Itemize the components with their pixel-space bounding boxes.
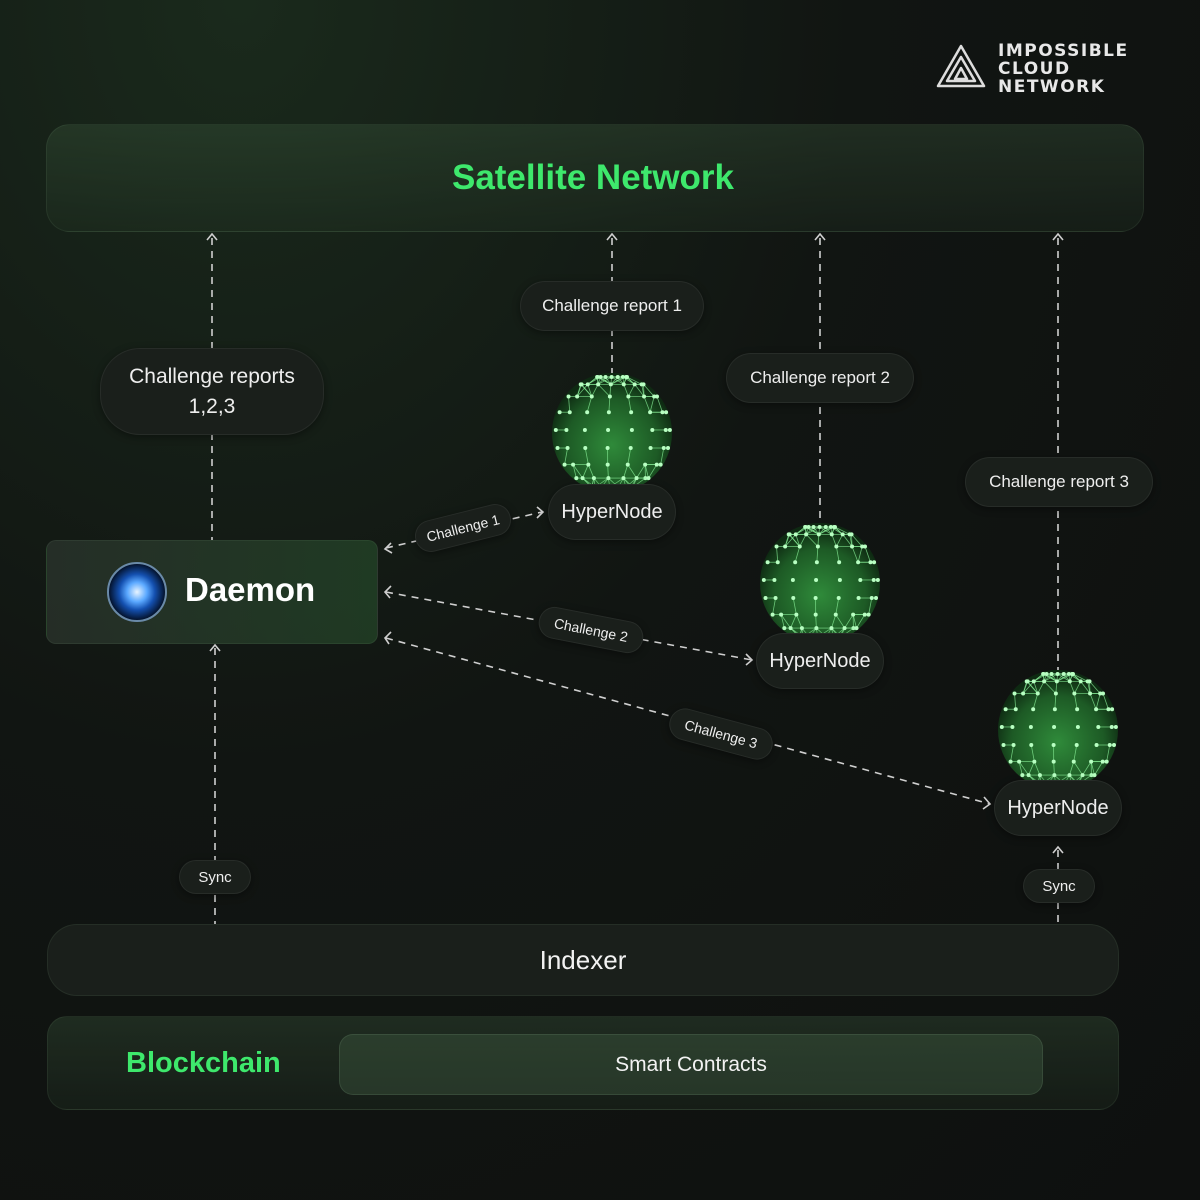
challenge-report-2: Challenge report 2	[726, 353, 914, 403]
brand-line3: NETWORK	[998, 77, 1106, 97]
daemon-label: Daemon	[185, 571, 316, 608]
hypernode-sphere-icon	[552, 373, 672, 493]
challenge-report-3: Challenge report 3	[965, 457, 1153, 507]
brand-line1: IMPOSSIBLE	[998, 41, 1129, 61]
reports-line1: Challenge reports	[129, 364, 295, 388]
hypernode-2: HyperNode	[756, 633, 884, 689]
icn-logo-icon	[936, 44, 986, 88]
hypernode-1: HyperNode	[548, 484, 676, 540]
smart-contracts-box: Smart Contracts	[339, 1034, 1043, 1095]
brand-logo: IMPOSSIBLE CLOUD NETWORK	[934, 42, 1127, 99]
challenge-report-1: Challenge report 1	[520, 281, 704, 331]
challenge-reports-all: Challenge reports 1,2,3	[100, 348, 324, 435]
hypernode-sphere-icon	[998, 670, 1118, 790]
blockchain-panel: Blockchain Smart Contracts	[47, 1016, 1119, 1110]
arrowheads	[206, 232, 1064, 854]
hypernode-sphere-icon	[760, 523, 880, 643]
reports-line2: 1,2,3	[188, 394, 236, 418]
brand-line2: CLOUD	[998, 59, 1071, 79]
sync-left-label: Sync	[179, 860, 251, 894]
daemon-box: Daemon	[46, 540, 378, 644]
indexer-panel: Indexer	[47, 924, 1119, 996]
indexer-label: Indexer	[539, 944, 627, 975]
smart-contracts-label: Smart Contracts	[615, 1052, 767, 1076]
daemon-orb-icon	[107, 562, 167, 622]
hypernode-3: HyperNode	[994, 780, 1122, 836]
satellite-network-panel: Satellite Network	[46, 124, 1144, 232]
sync-right-label: Sync	[1023, 869, 1095, 903]
satellite-network-title: Satellite Network	[451, 158, 735, 197]
blockchain-label: Blockchain	[126, 1047, 281, 1079]
